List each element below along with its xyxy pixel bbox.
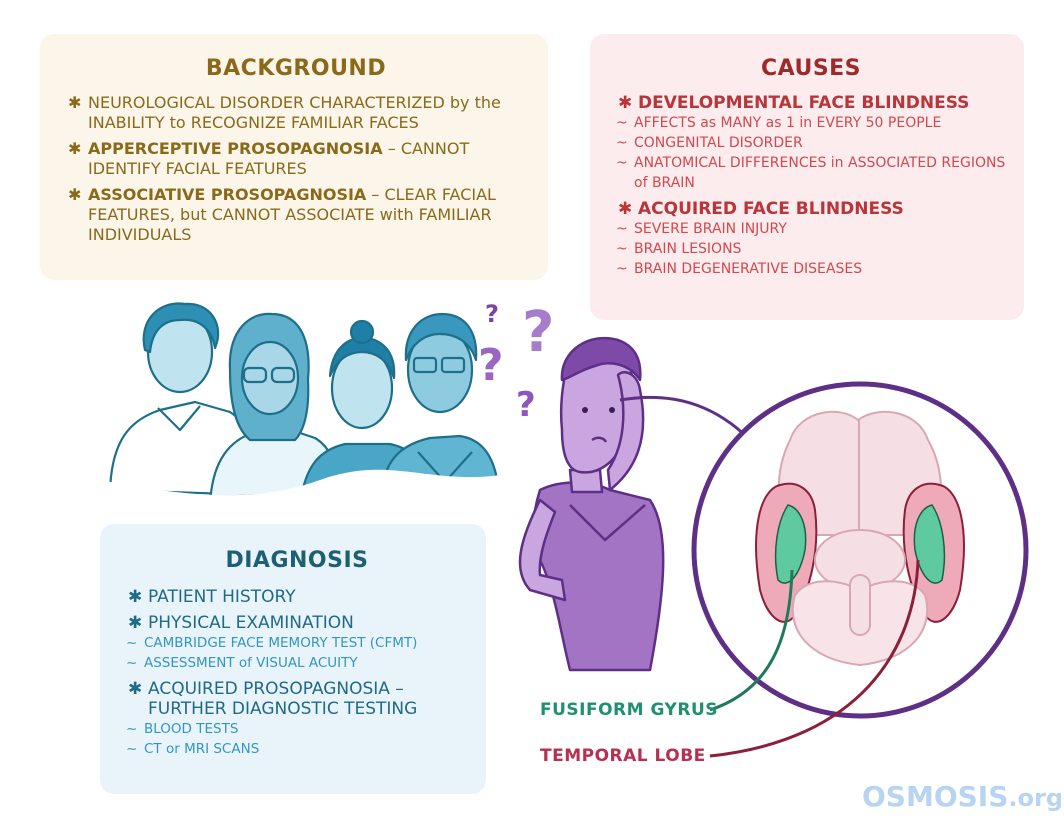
- tilde-icon: ~: [126, 741, 138, 757]
- tilde-icon: ~: [616, 261, 628, 277]
- faceless-people-illustration: [108, 302, 500, 496]
- confused-person-illustration: [518, 336, 665, 672]
- asterisk-icon: ✱: [68, 93, 82, 112]
- temporal-lobe-label: TEMPORAL LOBE: [540, 746, 706, 766]
- causes-heading-text: DEVELOPMENTAL FACE BLINDNESS: [638, 93, 970, 113]
- causes-panel: CAUSES ✱ DEVELOPMENTAL FACE BLINDNESS ~ A…: [590, 34, 1024, 320]
- tilde-icon: ~: [616, 115, 628, 131]
- question-mark-icon: ?: [478, 340, 504, 391]
- causes-subitem-text: CONGENITAL DISORDER: [634, 135, 803, 151]
- background-item-term: APPERCEPTIVE PROSOPAGNOSIA: [88, 139, 383, 158]
- background-item-text: – CANNOT IDENTIFY FACIAL FEATURES: [88, 139, 470, 178]
- fusiform-gyrus-label: FUSIFORM GYRUS: [540, 700, 719, 720]
- logo-tld: .org: [1008, 784, 1064, 812]
- diagnosis-sublist: ~ BLOOD TESTS ~ CT or MRI SCANS: [126, 719, 468, 759]
- background-item-text: NEUROLOGICAL DISORDER CHARACTERIZED by t…: [88, 93, 501, 132]
- background-item: ✱ ASSOCIATIVE PROSOPAGNOSIA – CLEAR FACI…: [66, 185, 526, 245]
- tilde-icon: ~: [126, 655, 138, 671]
- diagnosis-item: ✱ ACQUIRED PROSOPAGNOSIA – FURTHER DIAGN…: [126, 679, 468, 719]
- question-mark-icon: ?: [485, 300, 499, 328]
- causes-group-heading: ✱ ACQUIRED FACE BLINDNESS: [616, 199, 1006, 219]
- tilde-icon: ~: [126, 635, 138, 651]
- background-item: ✱ NEUROLOGICAL DISORDER CHARACTERIZED by…: [66, 93, 526, 133]
- causes-subitem-text: BRAIN LESIONS: [634, 241, 742, 257]
- temporal-leader-line: [709, 559, 920, 758]
- causes-subitem-text: AFFECTS as MANY as 1 in EVERY 50 PEOPLE: [634, 115, 942, 131]
- causes-subitem-text: ANATOMICAL DIFFERENCES in ASSOCIATED REG…: [634, 155, 1006, 191]
- question-mark-icon: ?: [522, 300, 555, 365]
- asterisk-icon: ✱: [68, 185, 82, 204]
- osmosis-logo: OSMOSIS.org: [862, 780, 1063, 813]
- diagnosis-subitem-text: CAMBRIDGE FACE MEMORY TEST (CFMT): [144, 635, 418, 651]
- background-item: ✱ APPERCEPTIVE PROSOPAGNOSIA – CANNOT ID…: [66, 139, 526, 179]
- diagnosis-subitem-text: BLOOD TESTS: [144, 721, 239, 737]
- diagnosis-subitem: ~ CT or MRI SCANS: [126, 739, 468, 759]
- causes-subitem-text: BRAIN DEGENERATIVE DISEASES: [634, 261, 863, 277]
- logo-brand: OSMOSIS: [862, 780, 1009, 813]
- causes-sublist: ~ SEVERE BRAIN INJURY ~ BRAIN LESIONS ~ BRA…: [616, 219, 1006, 279]
- diagnosis-subitem: ~ ASSESSMENT of VISUAL ACUITY: [126, 653, 468, 673]
- tilde-icon: ~: [616, 135, 628, 151]
- background-title: BACKGROUND: [205, 56, 387, 81]
- tilde-icon: ~: [616, 155, 628, 171]
- question-mark-icon: ?: [516, 385, 536, 425]
- diagnosis-subitem-text: ASSESSMENT of VISUAL ACUITY: [144, 655, 358, 671]
- causes-title: CAUSES: [760, 56, 862, 81]
- asterisk-icon: ✱: [128, 587, 143, 607]
- diagnosis-panel: DIAGNOSIS ✱ PATIENT HISTORY ✱ PHYSICAL E…: [100, 524, 486, 794]
- asterisk-icon: ✱: [618, 199, 633, 219]
- causes-subitem: ~ BRAIN DEGENERATIVE DISEASES: [616, 259, 1006, 279]
- asterisk-icon: ✱: [128, 679, 143, 699]
- causes-heading-text: ACQUIRED FACE BLINDNESS: [638, 199, 904, 219]
- asterisk-icon: ✱: [128, 613, 143, 633]
- diagnosis-title: DIAGNOSIS: [225, 548, 369, 573]
- diagnosis-subitem: ~ CAMBRIDGE FACE MEMORY TEST (CFMT): [126, 633, 468, 653]
- asterisk-icon: ✱: [618, 93, 633, 113]
- background-panel: BACKGROUND ✱ NEUROLOGICAL DISORDER CHARA…: [40, 34, 548, 280]
- background-list: ✱ NEUROLOGICAL DISORDER CHARACTERIZED by…: [66, 93, 526, 245]
- diagnosis-item: ✱ PATIENT HISTORY: [126, 587, 468, 607]
- diagnosis-subitem: ~ BLOOD TESTS: [126, 719, 468, 739]
- causes-subitem: ~ AFFECTS as MANY as 1 in EVERY 50 PEOPLE: [616, 113, 1006, 133]
- causes-subitem: ~ ANATOMICAL DIFFERENCES in ASSOCIATED RE…: [616, 153, 1006, 193]
- tilde-icon: ~: [616, 241, 628, 257]
- causes-subitem: ~ CONGENITAL DISORDER: [616, 133, 1006, 153]
- diagnosis-subitem-text: CT or MRI SCANS: [144, 741, 260, 757]
- fusiform-leader-line: [709, 569, 794, 712]
- fusiform-gyrus-right: [913, 504, 946, 584]
- brain-icon: [755, 410, 965, 667]
- diagnosis-item-text: PATIENT HISTORY: [148, 587, 296, 607]
- diagnosis-item-text: PHYSICAL EXAMINATION: [148, 613, 354, 633]
- causes-subitem: ~ BRAIN LESIONS: [616, 239, 1006, 259]
- asterisk-icon: ✱: [68, 139, 82, 158]
- diagnosis-item-text: ACQUIRED PROSOPAGNOSIA – FURTHER DIAGNOS…: [148, 679, 418, 719]
- tilde-icon: ~: [126, 721, 138, 737]
- causes-group-heading: ✱ DEVELOPMENTAL FACE BLINDNESS: [616, 93, 1006, 113]
- causes-subitem-text: SEVERE BRAIN INJURY: [634, 221, 787, 237]
- background-item-term: ASSOCIATIVE PROSOPAGNOSIA: [88, 185, 367, 204]
- background-item-text: – CLEAR FACIAL FEATURES, but CANNOT ASSO…: [88, 185, 496, 244]
- tilde-icon: ~: [616, 221, 628, 237]
- diagnosis-item: ✱ PHYSICAL EXAMINATION: [126, 613, 468, 633]
- causes-sublist: ~ AFFECTS as MANY as 1 in EVERY 50 PEOPLE…: [616, 113, 1006, 193]
- causes-subitem: ~ SEVERE BRAIN INJURY: [616, 219, 1006, 239]
- brain-zoom-illustration: [619, 381, 1029, 758]
- diagnosis-sublist: ~ CAMBRIDGE FACE MEMORY TEST (CFMT) ~ ASSE…: [126, 633, 468, 673]
